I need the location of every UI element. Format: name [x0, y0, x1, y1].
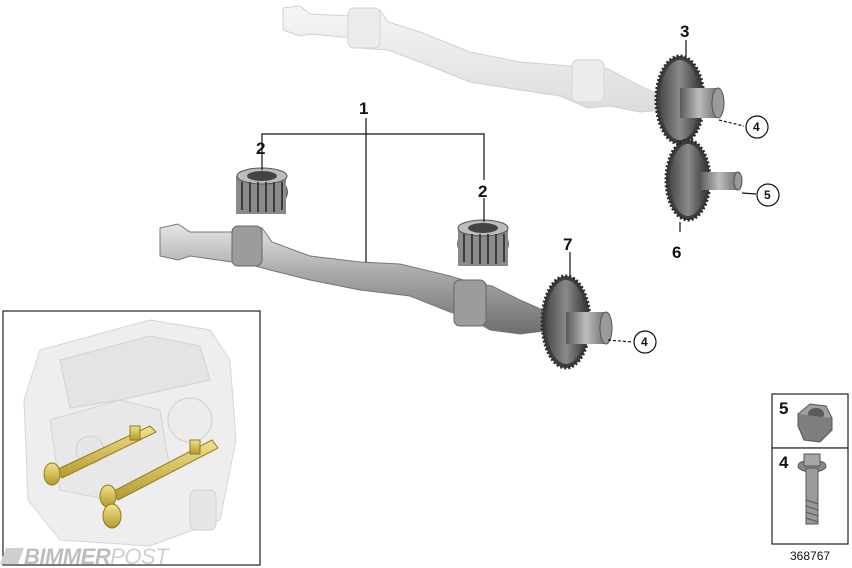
legend-bolt-number: 4 [779, 453, 789, 472]
gear-upper [654, 54, 725, 146]
balance-shaft-upper-ghost [282, 5, 663, 113]
gear-idler [664, 138, 743, 222]
engine-overview-inset [2, 310, 261, 566]
needle-bearing-left [236, 167, 288, 214]
needle-bearing-right [457, 219, 509, 266]
svg-text:5: 5 [764, 188, 771, 202]
callout-nut: 5 [756, 183, 780, 207]
parts-legend: 5 4 [771, 393, 849, 545]
callout-shaft: 1 [359, 99, 368, 118]
callout-bolt-upper: 4 [745, 115, 769, 139]
diagram-id: 368767 [790, 549, 830, 563]
flange-bolt-icon [797, 453, 827, 525]
callout-gear-lower: 7 [563, 235, 572, 254]
svg-text:4: 4 [641, 335, 648, 349]
gear-lower [540, 274, 613, 370]
watermark-logo: BIMMERPOST [0, 544, 171, 568]
svg-text:BIMMERPOST: BIMMERPOST [24, 544, 170, 568]
callout-bolt-lower: 4 [633, 330, 657, 354]
callout-gear-idler: 6 [672, 243, 681, 262]
legend-nut-number: 5 [779, 399, 788, 418]
callout-bearing-right: 2 [478, 182, 487, 201]
hex-nut-icon [797, 403, 833, 443]
svg-text:4: 4 [753, 120, 760, 134]
callout-gear-upper: 3 [680, 22, 689, 41]
callout-bearing-left: 2 [256, 139, 265, 158]
leader-lines [261, 40, 757, 343]
